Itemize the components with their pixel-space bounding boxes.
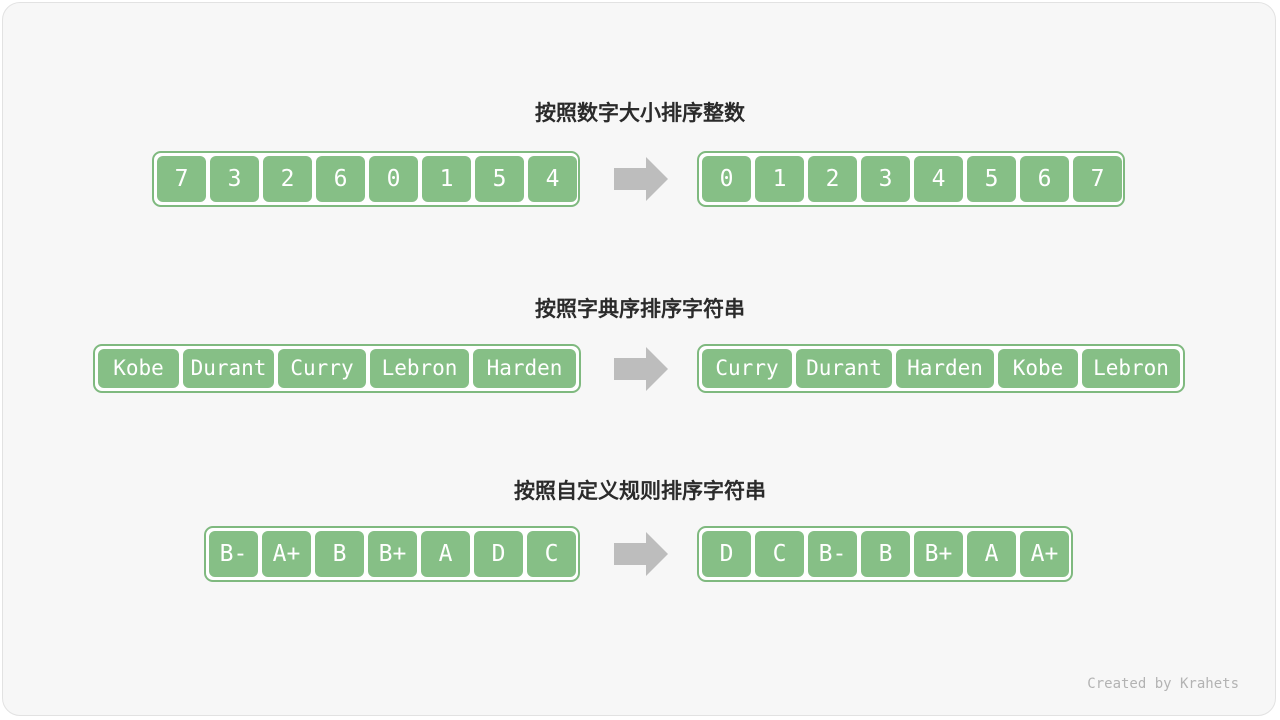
array-cell: B-	[808, 531, 857, 577]
array-cell: 6	[1020, 156, 1069, 202]
array-cell: 1	[755, 156, 804, 202]
array-cell: Curry	[702, 349, 792, 388]
right-arrow-icon	[614, 157, 668, 201]
array-cell: 3	[210, 156, 259, 202]
right-arrow-icon	[614, 347, 668, 391]
array-cell: Harden	[896, 349, 994, 388]
row-2-title: 按照字典序排序字符串	[535, 297, 745, 321]
row-3-before-array: B- A+ B B+ A D C	[204, 526, 580, 582]
array-cell: 7	[1073, 156, 1122, 202]
array-cell: C	[755, 531, 804, 577]
array-cell: A	[421, 531, 470, 577]
array-cell: B-	[209, 531, 258, 577]
array-cell: 4	[914, 156, 963, 202]
array-cell: B	[861, 531, 910, 577]
credit-text: Created by Krahets	[1087, 676, 1239, 692]
array-cell: 5	[967, 156, 1016, 202]
array-cell: Lebron	[1082, 349, 1180, 388]
array-cell: 4	[528, 156, 577, 202]
row-1-title: 按照数字大小排序整数	[535, 101, 745, 125]
row-3-after-array: D C B- B B+ A A+	[697, 526, 1073, 582]
array-cell: Curry	[278, 349, 366, 388]
array-cell: 3	[861, 156, 910, 202]
array-cell: B+	[368, 531, 417, 577]
array-cell: Kobe	[998, 349, 1078, 388]
array-cell: 1	[422, 156, 471, 202]
array-cell: A	[967, 531, 1016, 577]
array-cell: B	[315, 531, 364, 577]
array-cell: 0	[369, 156, 418, 202]
array-cell: C	[527, 531, 576, 577]
row-3-title: 按照自定义规则排序字符串	[514, 479, 766, 503]
array-cell: B+	[914, 531, 963, 577]
row-2-before-array: Kobe Durant Curry Lebron Harden	[93, 344, 581, 393]
array-cell: Durant	[183, 349, 274, 388]
right-arrow-icon	[614, 532, 668, 576]
array-cell: Durant	[796, 349, 892, 388]
array-cell: 6	[316, 156, 365, 202]
row-1-after-array: 0 1 2 3 4 5 6 7	[697, 151, 1125, 207]
array-cell: D	[702, 531, 751, 577]
array-cell: 0	[702, 156, 751, 202]
array-cell: A+	[1020, 531, 1069, 577]
array-cell: Harden	[473, 349, 576, 388]
array-cell: 5	[475, 156, 524, 202]
array-cell: A+	[262, 531, 311, 577]
array-cell: D	[474, 531, 523, 577]
array-cell: Kobe	[98, 349, 179, 388]
array-cell: 7	[157, 156, 206, 202]
array-cell: Lebron	[370, 349, 469, 388]
array-cell: 2	[808, 156, 857, 202]
row-2-after-array: Curry Durant Harden Kobe Lebron	[697, 344, 1185, 393]
row-1-before-array: 7 3 2 6 0 1 5 4	[152, 151, 580, 207]
array-cell: 2	[263, 156, 312, 202]
